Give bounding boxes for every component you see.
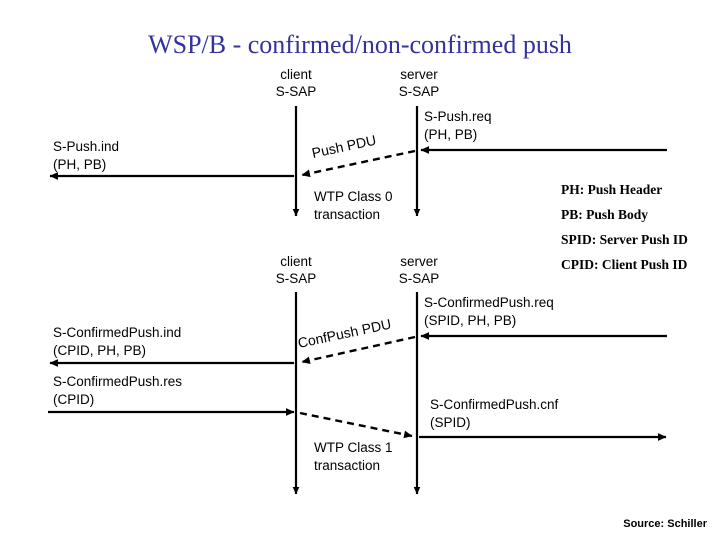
s-confirmedpush-req-label-line1: S-ConfirmedPush.req [424, 295, 554, 310]
lower-client-lifeline-label-line1: client [280, 254, 312, 269]
wtp-class1-note-line2: transaction [314, 458, 380, 473]
confpush-pdu-arrow [301, 335, 416, 365]
s-push-req-label-line2: (PH, PB) [424, 127, 477, 142]
upper-diagram-group: client S-SAP server S-SAP S-Push.req (PH… [49, 67, 667, 222]
upper-server-lifeline-label-line2: S-SAP [399, 84, 440, 99]
page-title: WSP/B - confirmed/non-confirmed push [148, 30, 572, 59]
wtp-class0-note-line1: WTP Class 0 [314, 189, 393, 204]
source-attribution: Source: Schiller [623, 518, 707, 530]
s-push-ind-label-line1: S-Push.ind [53, 139, 119, 154]
s-confirmedpush-cnf-label-line2: (SPID) [430, 415, 471, 430]
legend-group: PH: Push Header PB: Push Body SPID: Serv… [561, 182, 688, 272]
lower-diagram-group: client S-SAP server S-SAP S-ConfirmedPus… [48, 254, 667, 495]
lower-server-lifeline-label-line1: server [400, 254, 438, 269]
lower-client-lifeline-label-line2: S-SAP [276, 271, 317, 286]
s-confirmedpush-req-label-line2: (SPID, PH, PB) [424, 313, 516, 328]
upper-client-lifeline-label-line2: S-SAP [276, 84, 317, 99]
s-confirmedpush-ind-label-line2: (CPID, PH, PB) [53, 343, 146, 358]
wtp-class1-note-line1: WTP Class 1 [314, 440, 393, 455]
confpush-ack-pdu-arrow [299, 411, 413, 439]
upper-client-lifeline-label-line1: client [280, 67, 312, 82]
s-confirmedpush-cnf-label-line1: S-ConfirmedPush.cnf [430, 397, 559, 412]
s-confirmedpush-res-label-line2: (CPID) [53, 392, 94, 407]
legend-item-pb: PB: Push Body [561, 207, 648, 222]
s-confirmedpush-ind-label-line1: S-ConfirmedPush.ind [53, 325, 181, 340]
push-pdu-label: Push PDU [310, 132, 377, 161]
lower-server-lifeline-label-line2: S-SAP [399, 271, 440, 286]
legend-item-ph: PH: Push Header [561, 182, 662, 197]
upper-server-lifeline-label-line1: server [400, 67, 438, 82]
push-pdu-arrow [301, 149, 416, 178]
s-confirmedpush-res-label-line1: S-ConfirmedPush.res [53, 374, 182, 389]
legend-item-cpid: CPID: Client Push ID [561, 257, 688, 272]
s-push-ind-label-line2: (PH, PB) [53, 157, 106, 172]
legend-item-spid: SPID: Server Push ID [561, 232, 688, 247]
s-push-req-label-line1: S-Push.req [424, 109, 492, 124]
wtp-class0-note-line2: transaction [314, 207, 380, 222]
